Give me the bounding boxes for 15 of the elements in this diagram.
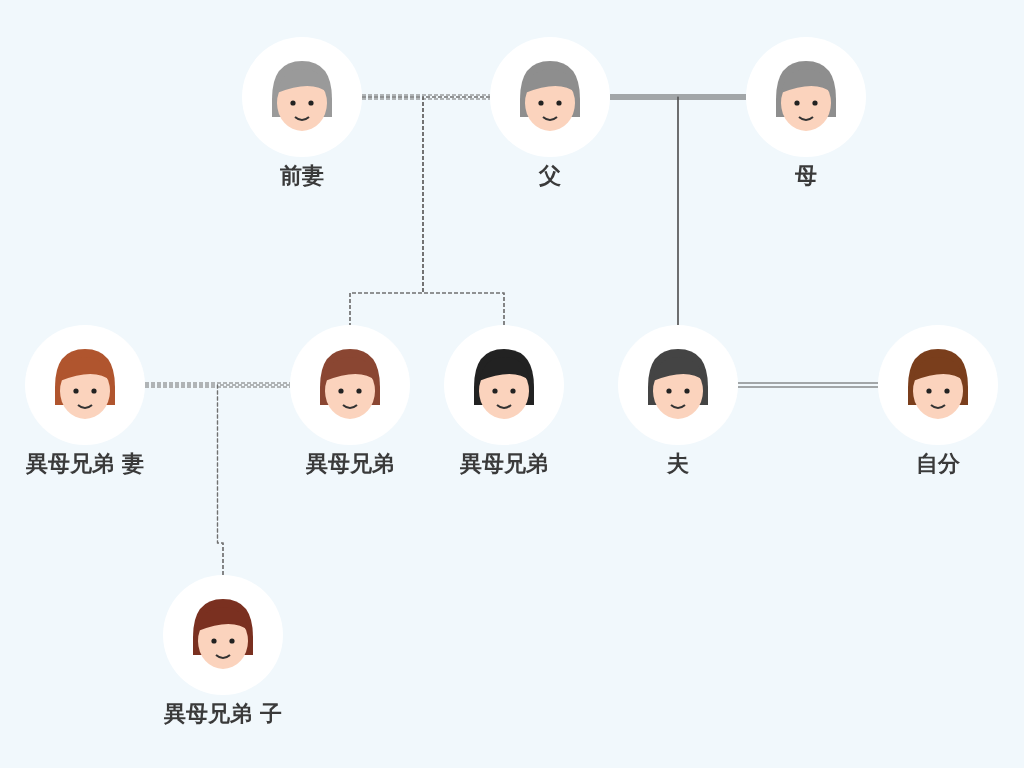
marriage-line (361, 94, 491, 100)
person-label: 前妻 (280, 162, 324, 190)
person-label: 自分 (916, 450, 960, 478)
person-label: 異母兄弟 子 (164, 700, 282, 728)
family-line (422, 96, 505, 326)
person-label: 夫 (667, 450, 689, 478)
family-line (216, 384, 291, 576)
person-label: 異母兄弟 (460, 450, 548, 478)
person-label: 母 (795, 162, 817, 190)
family-line (677, 96, 747, 326)
marriage-line (609, 94, 747, 100)
person-label: 異母兄弟 妻 (26, 450, 144, 478)
person-label: 異母兄弟 (306, 450, 394, 478)
marriage-line (737, 382, 879, 388)
person-label: 父 (539, 162, 561, 190)
